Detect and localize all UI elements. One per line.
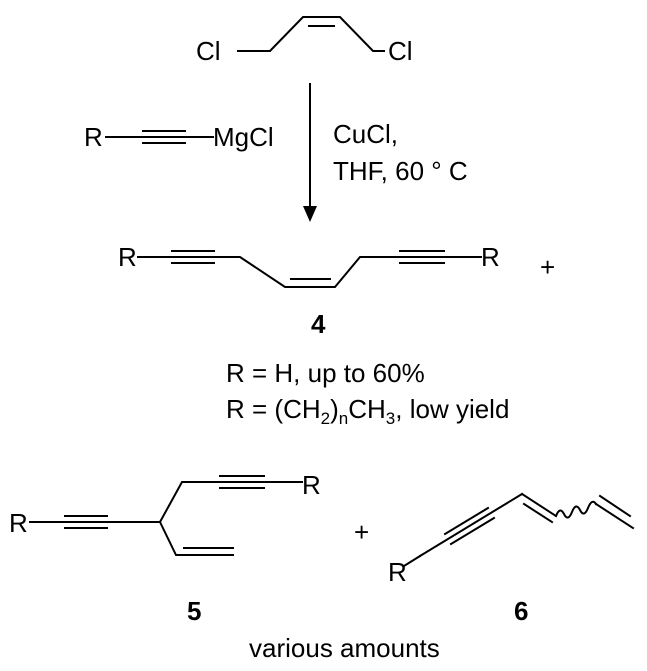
r-group-label: R	[84, 122, 103, 152]
product-6-r-label: R	[388, 557, 407, 587]
chlorine-label-right: Cl	[388, 36, 413, 66]
product-4-r-left: R	[118, 242, 137, 272]
product-4-structure: R R	[118, 242, 500, 288]
plus-sign-1: +	[540, 252, 555, 282]
product-6-alkene-1	[520, 492, 558, 518]
grignard-reagent: R MgCl	[84, 122, 274, 152]
dichlorobutene-bonds	[237, 16, 385, 52]
condition-solvent-temp: THF, 60 ° C	[333, 156, 468, 186]
product-6-wavy-bond	[554, 500, 598, 519]
chlorine-label-left: Cl	[196, 36, 221, 66]
mgcl-label: MgCl	[213, 122, 274, 152]
product-4-r-right: R	[481, 242, 500, 272]
compound-number-5: 5	[187, 596, 201, 626]
product-6-bond-r	[402, 554, 422, 568]
product-5-structure: R R	[9, 470, 321, 556]
product-6-alkyne-center	[418, 492, 524, 558]
product-6-alkene-2-double	[598, 494, 632, 518]
product-6-alkyne-a	[443, 506, 490, 536]
reaction-arrow-head	[303, 206, 317, 222]
product-5-r-left: R	[9, 508, 28, 538]
product-5-vinyl-bonds	[158, 520, 234, 556]
product-6-structure: R	[388, 492, 635, 587]
product-6-alkene-2	[594, 502, 635, 530]
dichlorobutene-structure: Cl Cl	[196, 16, 413, 66]
footer-caption: various amounts	[249, 633, 440, 663]
product-6-alkyne-b	[449, 516, 496, 546]
reaction-arrow	[303, 83, 317, 222]
product-6-alkene-1-double	[522, 502, 554, 524]
compound-number-6: 6	[514, 596, 528, 626]
compound-number-4: 4	[311, 309, 326, 339]
condition-catalyst: CuCl,	[333, 119, 398, 149]
product-5-r-right: R	[302, 470, 321, 500]
product-4-bonds	[137, 256, 482, 288]
plus-sign-2: +	[354, 517, 369, 547]
yield-line-1: R = H, up to 60%	[226, 358, 425, 388]
yield-line-2: R = (CH2)nCH3, low yield	[226, 394, 509, 428]
